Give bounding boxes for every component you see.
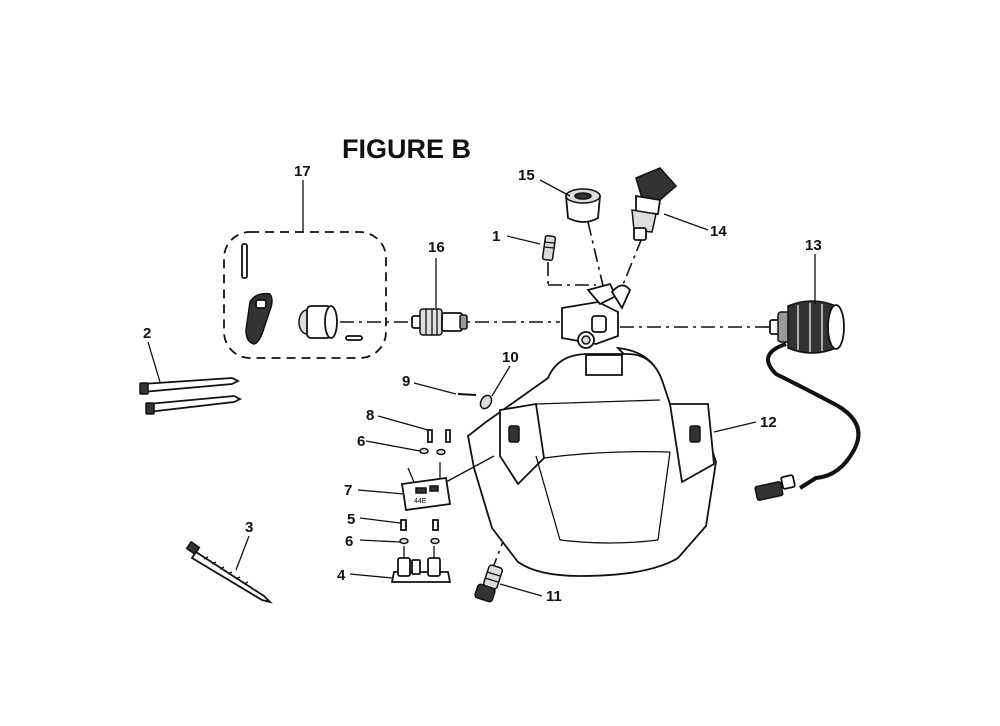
callout-11: 11: [546, 588, 562, 605]
part-11-fitting: [474, 564, 504, 603]
leader-lines: [147, 179, 816, 597]
figure-title: FIGURE B: [342, 134, 471, 164]
callout-6-upper: 6: [357, 433, 365, 450]
part-9-screw: [457, 393, 477, 396]
part-8-screws: [427, 429, 451, 443]
part-1-fitting: [541, 234, 557, 262]
callout-1: 1: [492, 228, 500, 245]
part-3-cable-tie: [185, 540, 273, 604]
callout-2: 2: [143, 325, 151, 342]
part-10-washer: [479, 394, 493, 410]
part-7-circuit-board: 44E: [400, 462, 452, 512]
part-17-cable-clamp-kit: [223, 231, 387, 359]
callout-15: 15: [518, 167, 535, 184]
callout-3: 3: [245, 519, 253, 536]
part-13-motor-cord: [754, 300, 861, 501]
part-12-housing: [467, 346, 717, 577]
callout-17: 17: [294, 163, 311, 180]
part-15-cap: [565, 188, 601, 223]
part-2-cable-ties: [139, 377, 243, 415]
callout-13: 13: [805, 237, 822, 254]
part-4-board-mount: [390, 546, 452, 583]
callout-7: 7: [344, 482, 352, 499]
callout-5: 5: [347, 511, 355, 528]
callout-16: 16: [428, 239, 445, 256]
board-marking: 44E: [414, 498, 427, 505]
part-14-pressure-switch: [631, 167, 678, 241]
part-5-screws: [400, 519, 439, 531]
callout-labels: 1 2 3 4 5 6 6 7 8 9 10 11 12 13 14 15 16…: [143, 163, 822, 605]
callout-14: 14: [710, 223, 727, 240]
callout-4: 4: [337, 567, 346, 584]
callout-9: 9: [402, 373, 410, 390]
callout-6-lower: 6: [345, 533, 353, 550]
callout-8: 8: [366, 407, 374, 424]
callout-12: 12: [760, 414, 777, 431]
callout-10: 10: [502, 349, 519, 366]
part-16-fitting: [411, 308, 468, 336]
manifold-block: [561, 282, 632, 349]
